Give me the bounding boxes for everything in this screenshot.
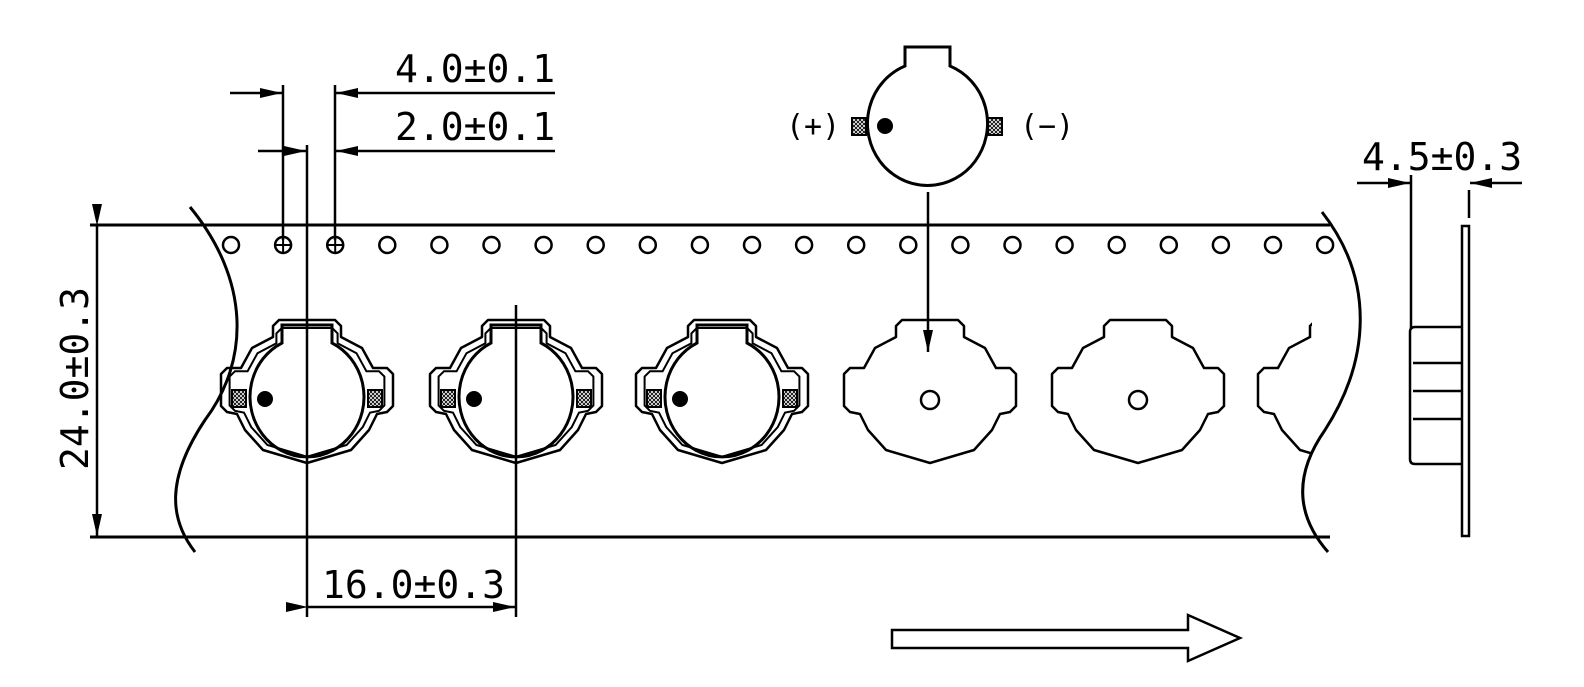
- sprocket-pitch-label: 4.0±0.1: [395, 47, 555, 91]
- buzzer-terminal: [576, 389, 592, 408]
- polarity-dot: [466, 391, 482, 407]
- tape-break-right: [1301, 211, 1362, 553]
- buzzer-body: [248, 323, 366, 459]
- tape-break-left: [174, 206, 239, 553]
- tape-edge: [1460, 224, 1471, 538]
- sprocket-hole: [1107, 235, 1126, 255]
- sprocket-hole: [899, 235, 918, 255]
- buzzer-terminal: [440, 389, 456, 408]
- pocket-hole: [919, 389, 941, 411]
- hole-to-center-dimension: 2.0±0.1: [258, 105, 555, 156]
- polarity-dot: [672, 391, 688, 407]
- sprocket-holes: [221, 235, 1335, 255]
- buzzer-terminal: [646, 389, 662, 408]
- tape-width-dimension: 24.0±0.3: [53, 204, 102, 536]
- feed-direction-arrow: [890, 613, 1244, 663]
- hole-to-center-label: 2.0±0.1: [395, 105, 555, 149]
- sprocket-hole: [951, 235, 970, 255]
- buzzer-terminal: [782, 389, 798, 408]
- sprocket-hole: [1003, 235, 1022, 255]
- buzzer-terminal: [367, 389, 383, 408]
- sprocket-hole: [586, 235, 605, 255]
- component-pockets: [219, 318, 1312, 465]
- sprocket-hole: [430, 235, 449, 255]
- thickness-label: 4.5±0.3: [1362, 135, 1522, 179]
- polarity-dot: [877, 118, 893, 134]
- side-view: 4.5±0.3: [1357, 135, 1522, 538]
- polarity-dot: [257, 391, 273, 407]
- sprocket-hole: [221, 235, 241, 255]
- sprocket-hole: [1159, 235, 1179, 255]
- component-pitch-dimension: 16.0±0.3: [286, 145, 518, 617]
- empty-pocket: [842, 318, 1018, 465]
- sprocket-hole: [482, 235, 501, 255]
- sprocket-hole: [534, 235, 553, 255]
- sprocket-hole: [690, 235, 710, 255]
- empty-pocket: [1050, 318, 1226, 465]
- buzzer-body: [663, 323, 781, 459]
- negative-terminal: [987, 117, 1003, 136]
- sprocket-hole: [794, 235, 814, 255]
- sprocket-hole: [846, 235, 866, 255]
- pocket-with-buzzer: [428, 318, 604, 465]
- tape-width-label: 24.0±0.3: [53, 287, 97, 470]
- pocket-with-buzzer: [219, 318, 395, 465]
- partial-pocket: [1256, 322, 1312, 455]
- sprocket-hole: [1211, 235, 1231, 255]
- buzzer-top-view: (+) (−): [786, 45, 1074, 352]
- buzzer-terminal: [231, 389, 247, 408]
- negative-label: (−): [1020, 109, 1074, 144]
- sprocket-hole: [378, 235, 397, 255]
- positive-terminal: [851, 117, 867, 136]
- sprocket-hole: [638, 235, 658, 255]
- sprocket-hole: [1055, 235, 1074, 255]
- buzzer-body: [457, 323, 575, 459]
- sprocket-hole: [1315, 235, 1335, 255]
- sprocket-pitch-dimension: 4.0±0.1: [230, 47, 555, 240]
- carrier-tape: [90, 206, 1362, 553]
- pocket-hole: [1127, 389, 1149, 411]
- positive-label: (+): [786, 109, 840, 144]
- component-pitch-label: 16.0±0.3: [322, 563, 505, 607]
- pocket-with-buzzer: [634, 318, 810, 465]
- sprocket-hole: [1263, 235, 1283, 255]
- sprocket-hole: [742, 235, 762, 255]
